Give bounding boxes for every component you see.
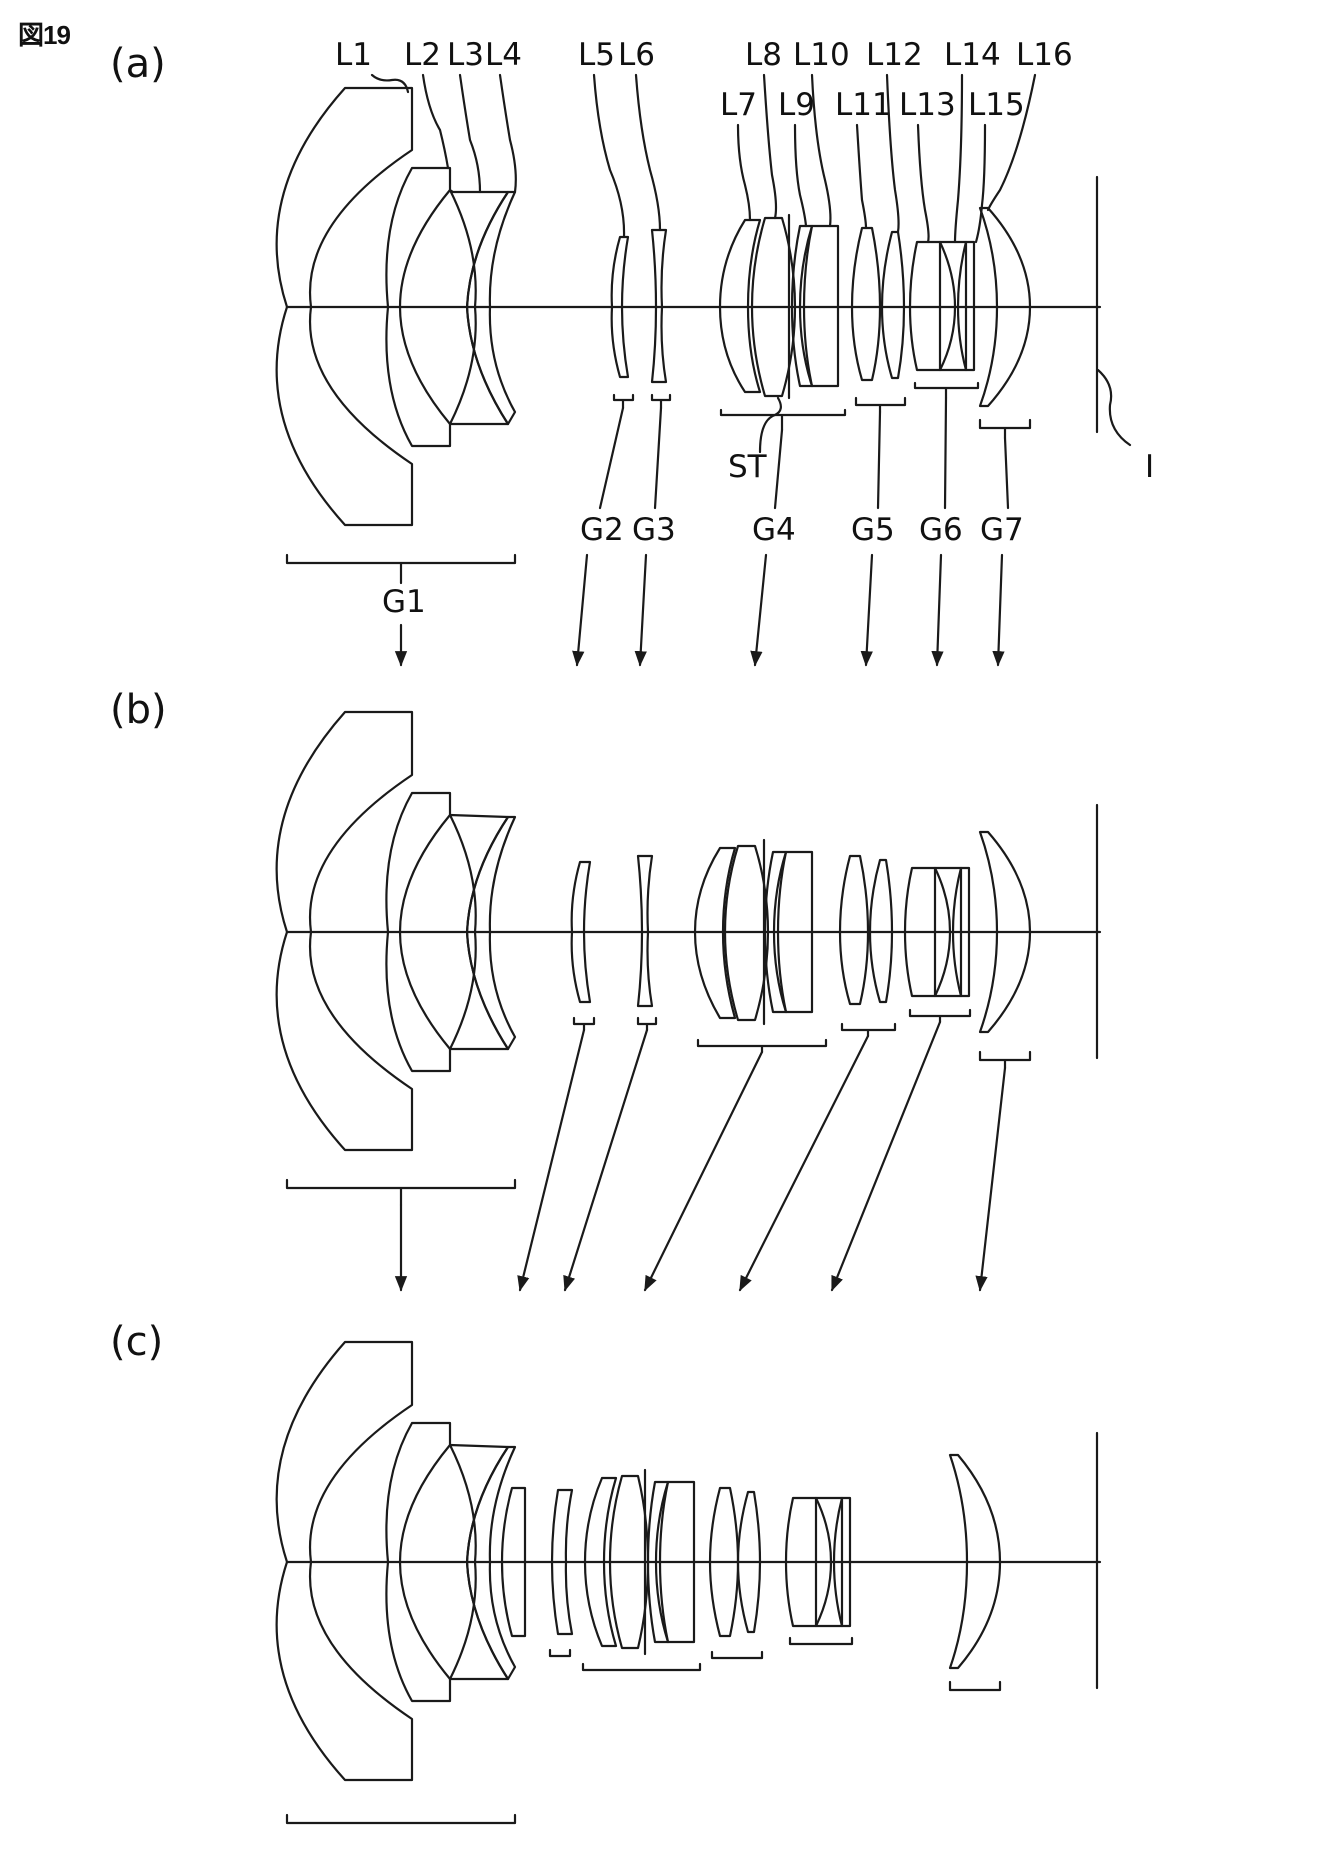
panel-b: [277, 712, 1100, 1290]
lens-l11-b: [840, 856, 868, 1004]
panel-c: [277, 1342, 1100, 1823]
movement-arrows-a: [401, 555, 1002, 665]
panel-a: [277, 75, 1130, 665]
movement-arrows-b: [401, 1022, 1005, 1290]
group-brackets-c: [287, 1638, 1000, 1823]
lens-l12-a: [882, 232, 904, 378]
lens-l11-a: [852, 228, 880, 380]
